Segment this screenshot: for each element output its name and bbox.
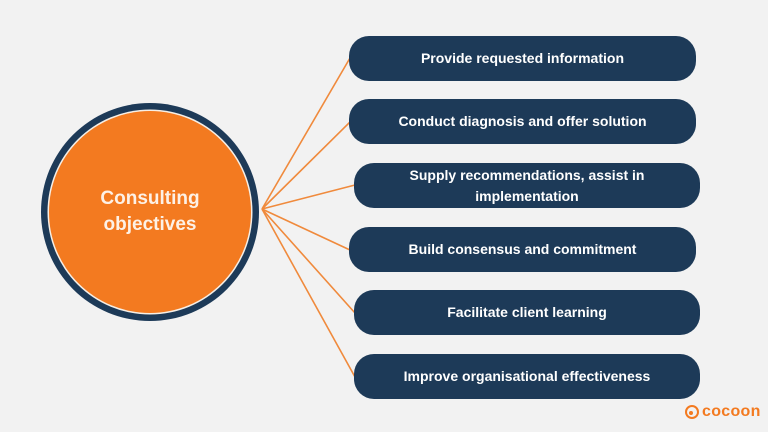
objective-box: Facilitate client learning: [354, 290, 700, 335]
objective-box: Build consensus and commitment: [349, 227, 696, 272]
center-label: Consulting objectives: [100, 188, 200, 235]
objective-box: Provide requested information: [349, 36, 696, 81]
objective-box: Supply recommendations, assist in implem…: [354, 163, 700, 208]
brand-name: cocoon: [702, 403, 761, 420]
objective-box: Conduct diagnosis and offer solution: [349, 99, 696, 144]
brand-logo: cocoon: [685, 403, 761, 421]
cocoon-logo-icon: [685, 405, 699, 419]
objective-box: Improve organisational effectiveness: [354, 354, 700, 399]
center-circle: Consulting objectives: [49, 111, 251, 313]
